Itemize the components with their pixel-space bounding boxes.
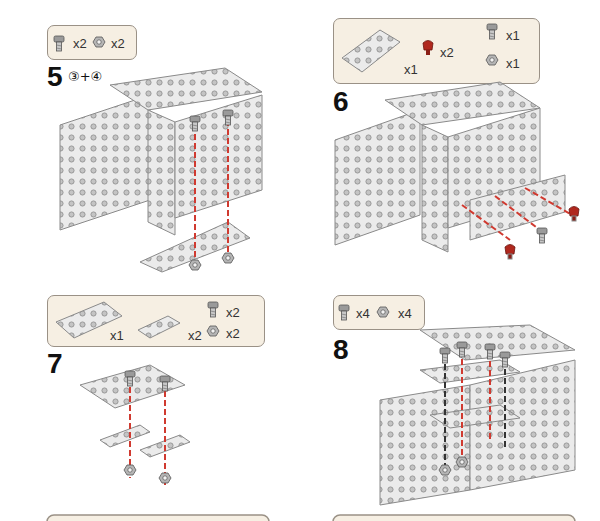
step-7-model: [80, 365, 190, 485]
step-number: 7: [47, 350, 63, 378]
part-count: x2: [226, 306, 240, 319]
step-number: 6: [333, 88, 349, 116]
part-count: x1: [110, 329, 124, 342]
part-count: x2: [226, 327, 240, 340]
step-8-model: [380, 325, 575, 505]
next-parts-frames: [47, 515, 575, 521]
part-count: x2: [111, 37, 125, 50]
part-count: x2: [188, 329, 202, 342]
part-count: x1: [506, 57, 520, 70]
step-5-model: [60, 68, 262, 272]
part-count: x2: [73, 37, 87, 50]
step-number: 8: [333, 336, 349, 364]
part-count: x1: [506, 29, 520, 42]
subassembly-ref: ③+④: [68, 70, 102, 83]
part-count: x4: [356, 307, 370, 320]
part-count: x4: [398, 307, 412, 320]
step-6-model: [335, 82, 579, 259]
part-count: x1: [404, 63, 418, 76]
part-count: x2: [440, 46, 454, 59]
step-number: 5: [47, 63, 63, 91]
